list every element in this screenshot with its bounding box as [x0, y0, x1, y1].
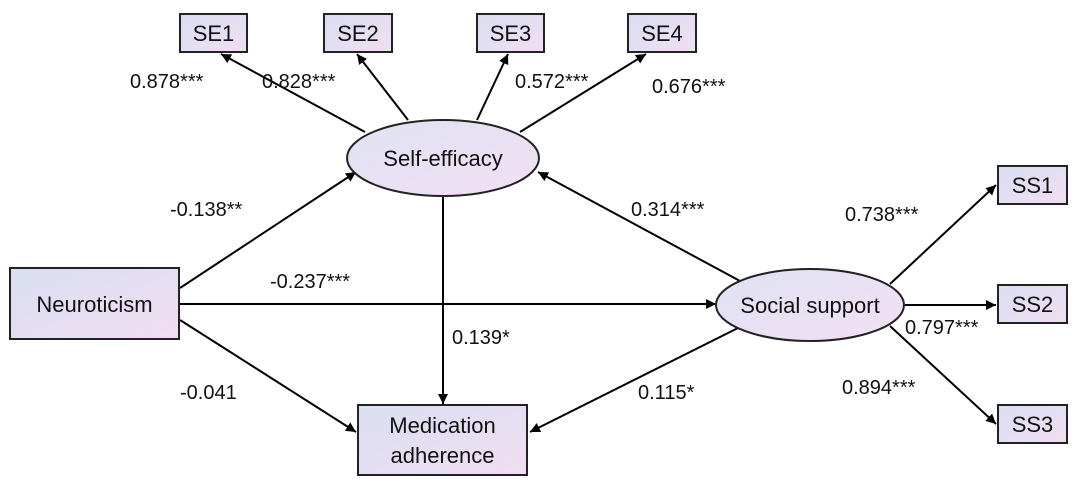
edge-social-to-ss3 [889, 325, 997, 425]
coef-social-to-self: 0.314*** [631, 199, 705, 221]
indicator-se3-label: SE3 [490, 21, 532, 46]
coef-social-to-med: 0.115* [638, 382, 695, 404]
coef-neuro-to-social: -0.237*** [270, 271, 350, 293]
indicator-se1-label: SE1 [193, 21, 235, 46]
indicator-ss1-label: SS1 [1012, 173, 1054, 198]
indicator-ss3-label: SS3 [1012, 412, 1054, 437]
coef-se3: 0.572*** [515, 71, 589, 93]
coef-se1: 0.878*** [130, 71, 204, 93]
edge-social-to-ss1 [889, 184, 997, 285]
indicator-ss3: SS3 [997, 404, 1068, 444]
edge-neuro-to-med [179, 319, 357, 433]
indicator-se4-label: SE4 [641, 21, 683, 46]
indicator-se4: SE4 [627, 13, 697, 53]
indicator-ss2-label: SS2 [1012, 292, 1054, 317]
latent-self-efficacy: Self-efficacy [346, 119, 540, 197]
coef-se4: 0.676*** [652, 76, 726, 98]
coef-neuro-to-self: -0.138** [170, 199, 242, 221]
coef-ss1: 0.738*** [845, 204, 919, 226]
indicator-se1: SE1 [179, 13, 248, 53]
edge-self-to-se1 [220, 53, 366, 133]
latent-social-support-label: Social support [740, 293, 879, 318]
node-medication-adherence: Medication adherence [357, 404, 528, 476]
edge-self-to-se2 [356, 53, 409, 121]
edge-self-to-se4 [519, 53, 647, 133]
indicator-se2: SE2 [323, 13, 393, 53]
edges [179, 53, 997, 433]
indicator-ss2: SS2 [997, 284, 1068, 324]
node-neuroticism-label: Neuroticism [36, 292, 152, 317]
coef-ss3: 0.894*** [842, 377, 916, 399]
node-medication-label-line2: adherence [391, 443, 495, 468]
node-neuroticism: Neuroticism [9, 267, 180, 340]
edge-social-to-med [529, 326, 741, 433]
coef-self-to-med: 0.139* [452, 327, 510, 349]
indicator-se2-label: SE2 [337, 21, 379, 46]
coef-neuro-to-med: -0.041 [180, 382, 237, 404]
node-medication-label-line1: Medication [389, 413, 495, 438]
edge-social-to-self [537, 171, 741, 282]
edge-neuro-to-self [179, 171, 357, 289]
indicator-se3: SE3 [476, 13, 545, 53]
latent-self-efficacy-label: Self-efficacy [383, 146, 502, 171]
latent-social-support: Social support [715, 268, 905, 342]
indicator-ss1: SS1 [997, 165, 1068, 205]
coefficients: 0.878*** 0.828*** 0.572*** 0.676*** -0.1… [130, 71, 979, 404]
coef-ss2: 0.797*** [905, 317, 979, 339]
coef-se2: 0.828*** [262, 71, 336, 93]
edge-self-to-se3 [476, 53, 509, 121]
